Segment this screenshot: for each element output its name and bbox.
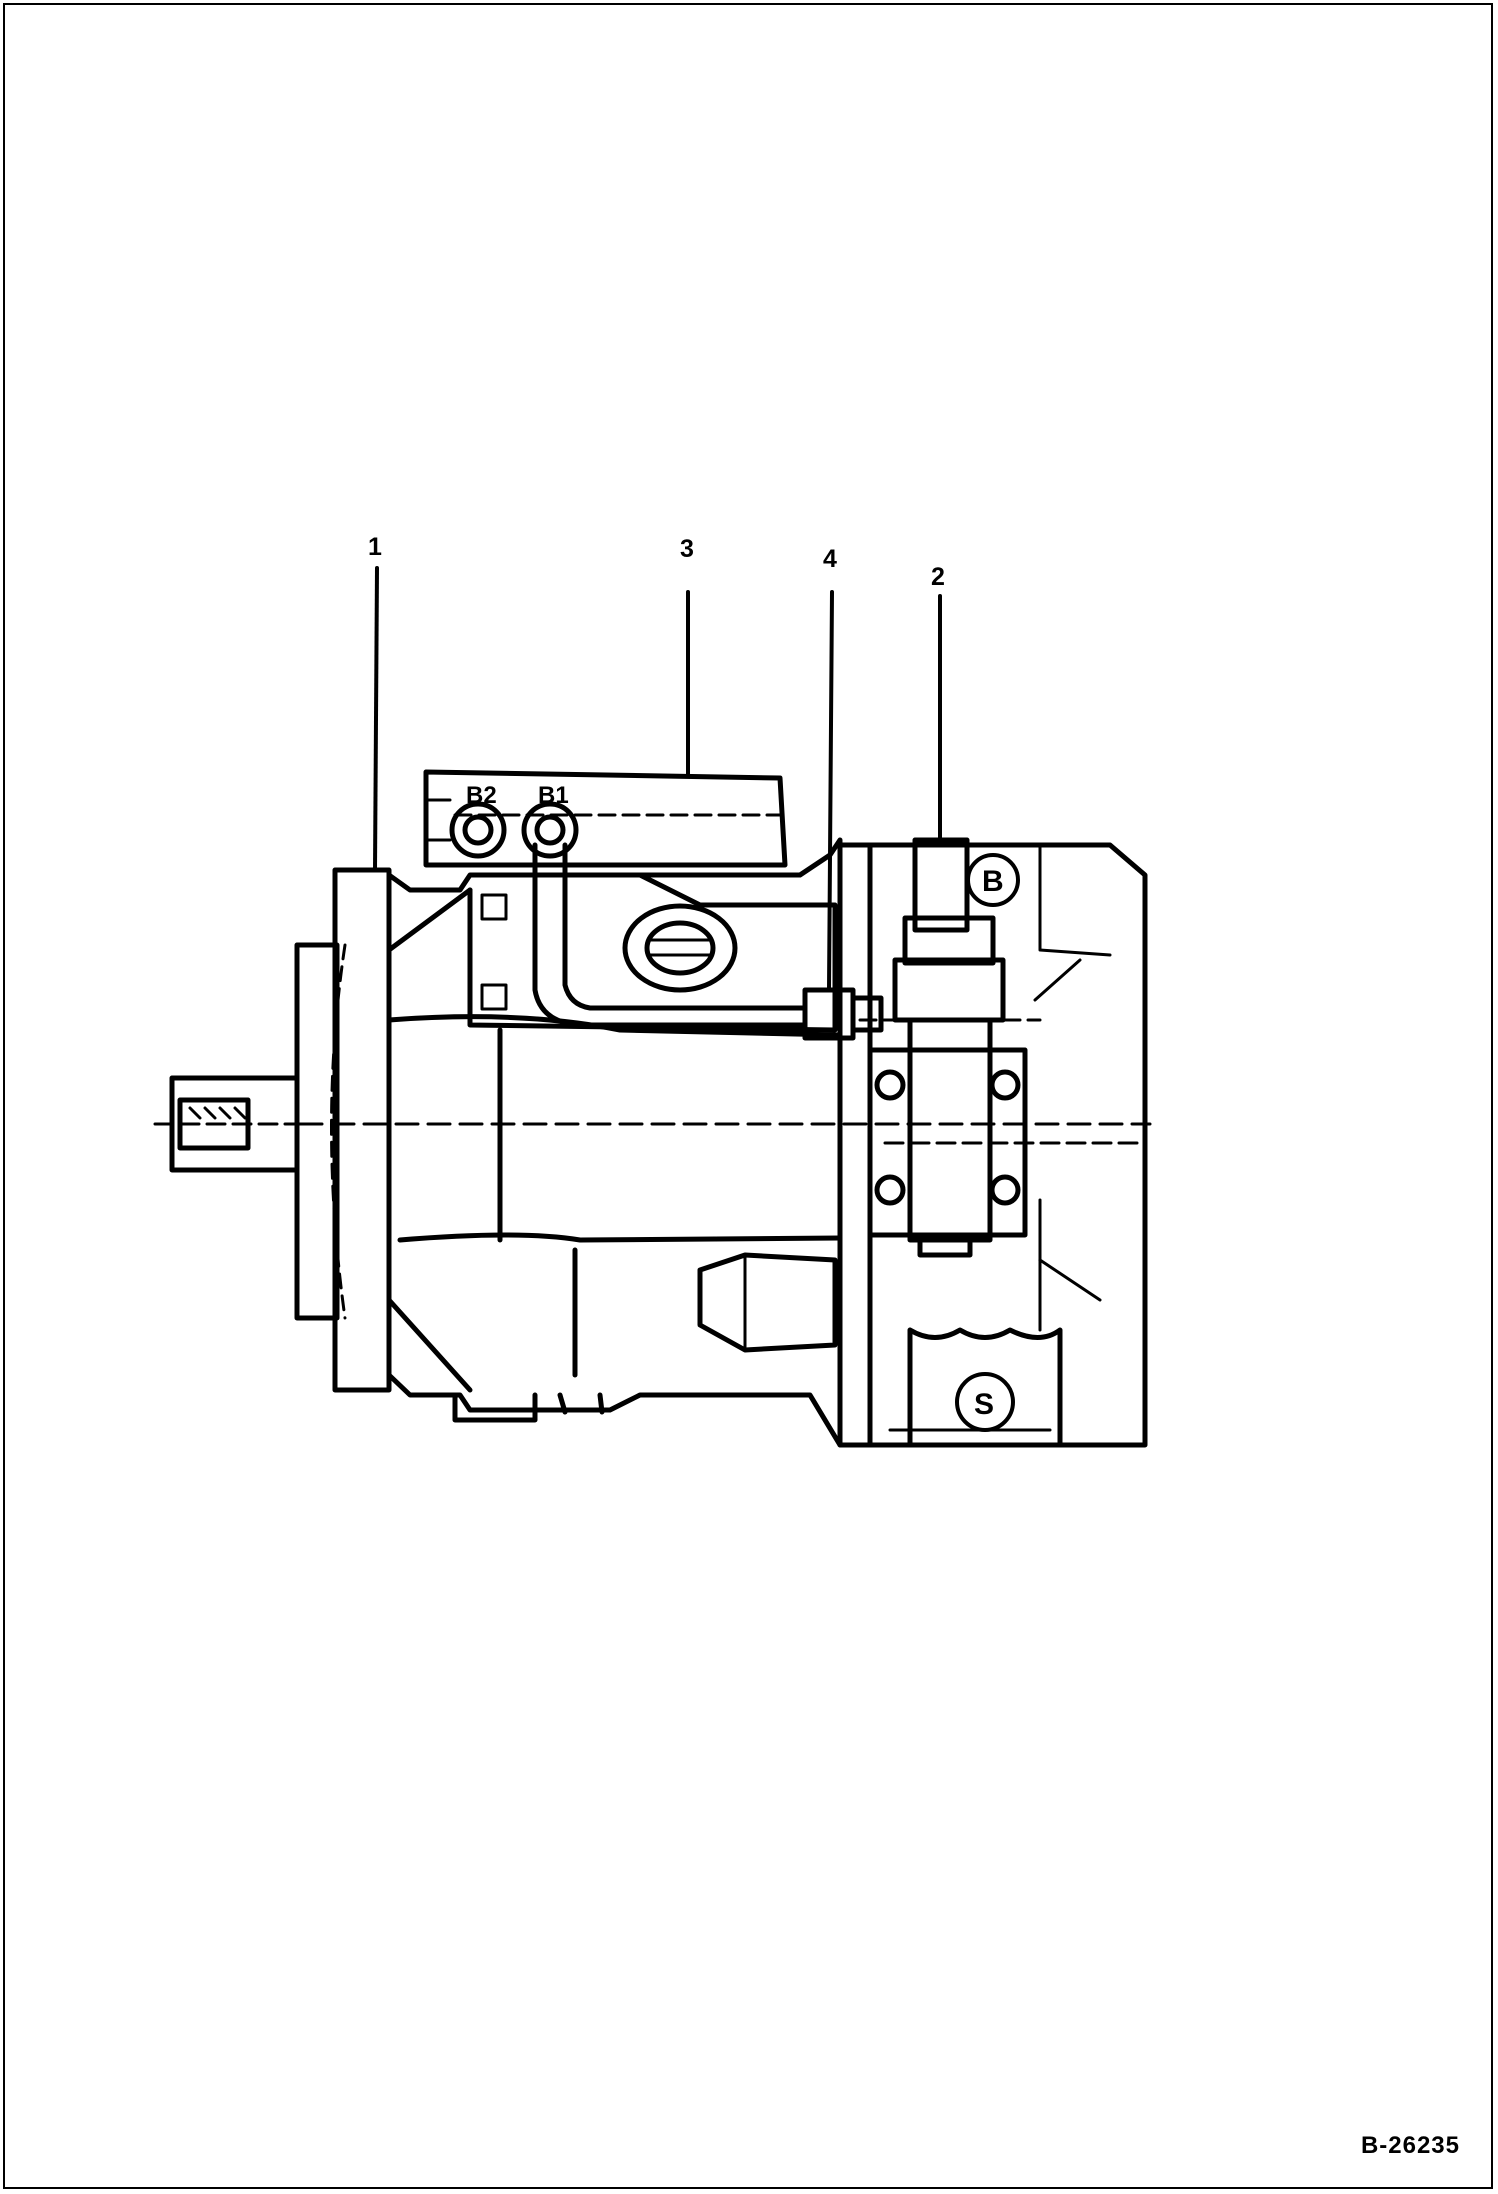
port-label-b: B [982,865,1004,898]
port-label-s: S [974,1388,994,1421]
port-b-ring [966,853,1020,907]
callout-4: 4 [823,545,837,573]
pressure-compensator [858,837,1042,1258]
mounting-flange [294,867,392,1393]
leader-line-1 [373,566,379,872]
drawing-border [3,3,1493,2189]
drive-shaft [153,1075,302,1173]
leader-line-4 [827,590,834,992]
callout-1: 1 [368,533,382,561]
pilot-tube [532,842,884,1041]
control-valve [423,769,788,868]
top-port-block [467,872,838,1033]
reference-number: B-26235 [1360,2132,1460,2159]
port-label-b1: B1 [538,782,569,809]
pump-housing [386,837,843,1448]
leader-lines [373,566,942,992]
port-label-b2: B2 [466,782,497,809]
callout-3: 3 [680,535,694,563]
port-s-ring [955,1372,1015,1432]
callout-2: 2 [931,563,945,591]
